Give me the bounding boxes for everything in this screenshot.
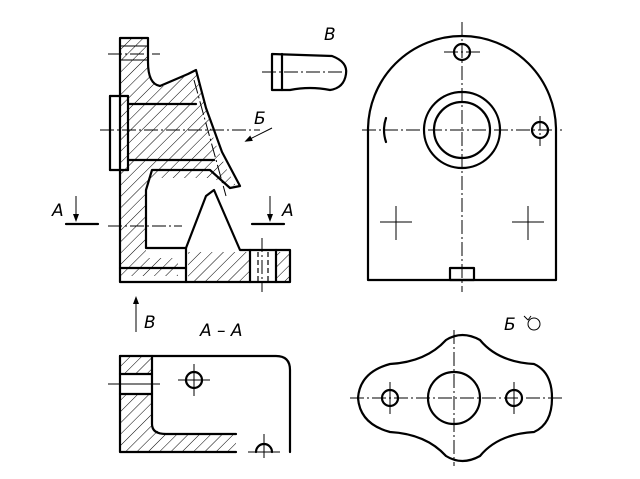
view-b: Б [350, 315, 562, 466]
view-v-arrow-label: В [144, 313, 156, 333]
view-b-arrow: Б [244, 109, 273, 142]
front-outline [118, 36, 292, 284]
rotation-symbol [527, 317, 541, 331]
view-b-arrow-label: Б [254, 109, 266, 129]
section-a-right-label: А [281, 201, 294, 221]
base-right-hatch [188, 252, 250, 282]
view-v-arrow: В [133, 296, 156, 333]
section-marker-left: А [51, 196, 100, 226]
section-a-a-view: А – А [108, 321, 292, 458]
view-v-detail: В [262, 25, 348, 92]
section-a-a-title: А – А [199, 321, 243, 341]
boss-right-hatch [276, 252, 290, 282]
vertical-wall-hatch [120, 38, 236, 276]
view-v-title: В [324, 25, 336, 45]
section-a-left-label: А [51, 201, 64, 221]
view-b-title: Б [504, 315, 516, 335]
side-view [362, 22, 562, 292]
flange-outline [356, 333, 554, 463]
section-a-a-hatch [120, 356, 236, 452]
front-sectional-view [100, 36, 292, 292]
side-outline [366, 34, 558, 282]
section-marker-right: А [250, 196, 294, 226]
